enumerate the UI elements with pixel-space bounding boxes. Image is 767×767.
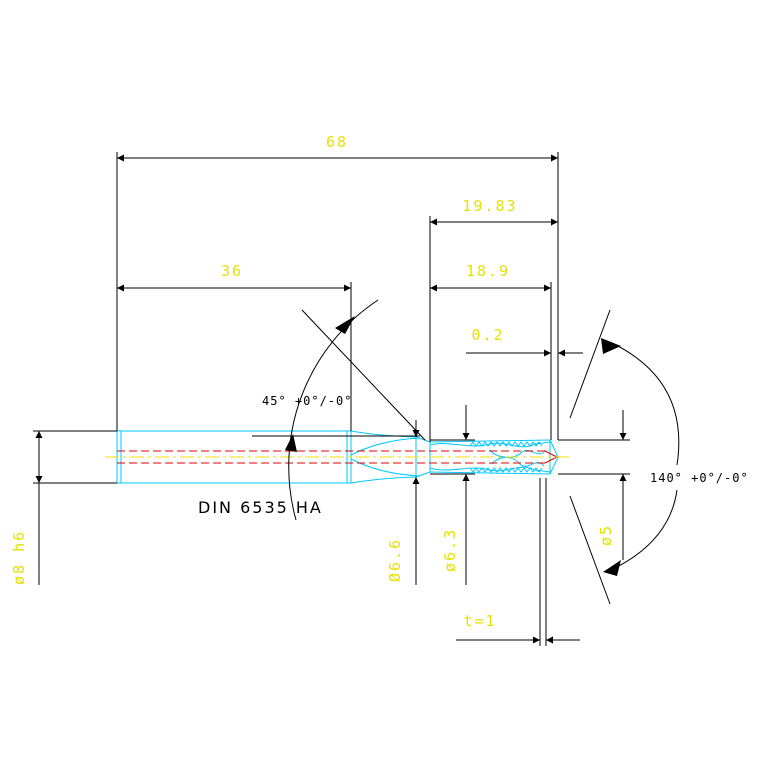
dim-label-36: 36	[221, 262, 243, 280]
dim-label-diameter-5: ø5	[597, 524, 615, 546]
dim-19-83	[429, 216, 558, 442]
dim-label-19-83: 19.83	[462, 197, 517, 215]
dim-label-68: 68	[326, 133, 348, 151]
dim-chamfer-angle	[252, 299, 426, 521]
dim-overall-length	[116, 152, 559, 440]
dim-t-value	[456, 478, 580, 646]
dim-label-18-9: 18.9	[466, 262, 510, 280]
dim-diameter-6-3	[430, 405, 475, 585]
dim-shank-length	[117, 282, 352, 431]
dim-label-0-2: 0.2	[471, 326, 504, 344]
dim-18-9	[430, 282, 552, 440]
dim-shank-diameter	[33, 430, 117, 585]
dim-label-t: t=1	[463, 612, 496, 630]
dim-label-shank-diameter: ø8 h6	[10, 530, 28, 585]
designation-label: DIN 6535 HA	[198, 498, 323, 517]
dim-diameter-5	[558, 410, 630, 560]
angle-label-140: 140° +0°/-0°	[650, 471, 749, 485]
angle-label-45: 45° +0°/-0°	[262, 394, 352, 408]
dim-point-angle	[569, 309, 680, 605]
dim-label-diameter-6-3: ø6.3	[441, 528, 459, 572]
dim-label-diameter-6-6: Ø6.6	[386, 538, 404, 582]
